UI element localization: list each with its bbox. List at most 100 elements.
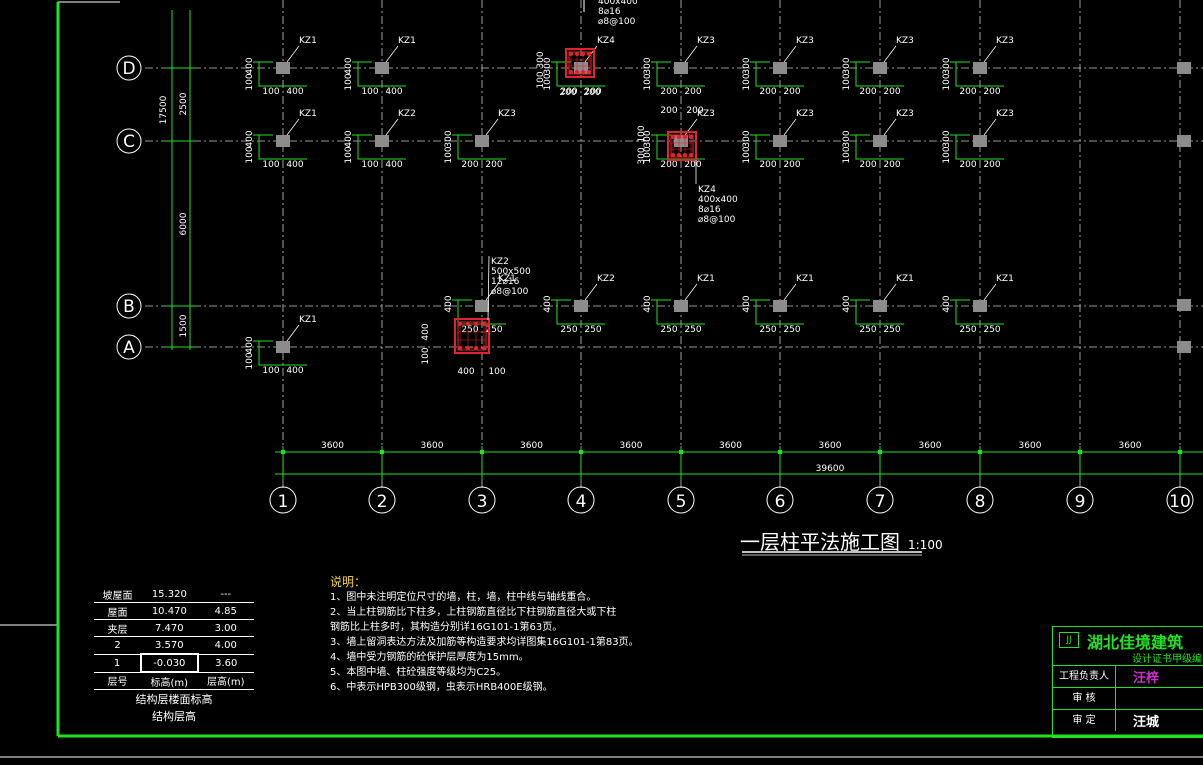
column-label: KZ1 xyxy=(796,274,814,284)
column-label: KZ1 xyxy=(697,274,715,284)
column-marker xyxy=(375,135,389,147)
column-marker xyxy=(1177,341,1191,353)
dimension-mark xyxy=(480,450,484,454)
column-axis-label: 5 xyxy=(676,492,687,512)
column-bubble xyxy=(766,486,794,514)
column-offset-label: 400 xyxy=(842,295,852,312)
notes-block: 说明： 1、图中未注明定位尺寸的墙，柱，墙，柱中线与轴线重合。 2、当上柱钢筋比… xyxy=(330,575,750,695)
column-dimension-line xyxy=(855,300,904,325)
column-bubble xyxy=(1066,486,1094,514)
label-leader xyxy=(783,283,797,301)
top-detail-text: 8⌀16 xyxy=(598,7,621,17)
role-label: 工程负责人 xyxy=(1053,666,1116,687)
detail-leader xyxy=(487,255,490,321)
signature: 汪梓 xyxy=(1133,671,1160,686)
column-offset-label: 200 xyxy=(560,87,577,97)
sheet-border xyxy=(0,1,120,626)
kz4-detail-text: 8⌀16 xyxy=(698,205,721,215)
section-dimension: 100 xyxy=(637,125,647,142)
column-label: KZ4 xyxy=(597,36,615,46)
column-offset-label: 400 xyxy=(344,130,354,147)
column-offset-label: 250 xyxy=(983,325,1000,335)
column-bubble xyxy=(966,486,994,514)
column-label: KZ3 xyxy=(498,109,516,119)
column-label: KZ3 xyxy=(697,36,715,46)
label-leader xyxy=(883,283,897,301)
column-offset-label: 100 xyxy=(444,146,454,163)
column-label: KZ1 xyxy=(996,274,1014,284)
column-offset-label: 100 xyxy=(361,160,378,170)
column-dimension-line xyxy=(955,300,1004,325)
column-offset-label: 400 xyxy=(286,366,303,376)
column-offset-label: 400 xyxy=(543,295,553,312)
column-offset-label: 100 xyxy=(361,87,378,97)
column-marker xyxy=(375,62,389,74)
column-offset-label: 200 xyxy=(883,160,900,170)
column-offset-label: 200 xyxy=(983,87,1000,97)
label-leader xyxy=(286,45,300,63)
section-kz4 xyxy=(667,131,697,161)
vertical-dimension: 6000 xyxy=(179,212,189,235)
row-bubble xyxy=(116,293,142,319)
column-marker xyxy=(773,135,787,147)
column-label: KZ3 xyxy=(896,109,914,119)
column-offset-label: 100 xyxy=(245,352,255,369)
section-kz4-top xyxy=(565,48,595,78)
note-7: 6、中表示HPB300级钢，虫表示HRB400E级钢。 xyxy=(330,682,553,693)
section-dimension: 200 xyxy=(660,106,677,116)
level-caption-1: 结构层楼面标高 xyxy=(135,693,213,706)
column-offset-label: 250 xyxy=(859,325,876,335)
column-offset-label: 300 xyxy=(842,130,852,147)
dimension-mark xyxy=(281,450,285,454)
label-leader xyxy=(385,118,399,136)
column-marker xyxy=(276,341,290,353)
column-offset-label: 300 xyxy=(444,130,454,147)
column-dimension-line xyxy=(755,300,804,325)
column-offset-label: 200 xyxy=(759,160,776,170)
column-dimension-line xyxy=(457,135,506,160)
column-offset-label: 100 xyxy=(262,366,279,376)
level-cell: 2 xyxy=(94,636,142,655)
column-offset-label: 100 xyxy=(245,146,255,163)
section-kz2 xyxy=(454,318,490,354)
column-marker xyxy=(773,300,787,312)
column-offset-label: 250 xyxy=(684,325,701,335)
column-dimension-line xyxy=(755,62,804,87)
column-marker xyxy=(873,135,887,147)
column-marker xyxy=(574,300,588,312)
column-axis-label: 6 xyxy=(775,492,786,512)
column-offset-label: 200 xyxy=(859,87,876,97)
column-offset-label: 300 xyxy=(742,130,752,147)
vertical-dimension: 1500 xyxy=(179,314,189,337)
column-offset-label: 300 xyxy=(942,130,952,147)
company-logo-icon: JJ xyxy=(1059,632,1079,648)
column-offset-label: 250 xyxy=(783,325,800,335)
column-offset-label: 400 xyxy=(286,160,303,170)
column-marker xyxy=(674,300,688,312)
column-axis-label: 2 xyxy=(377,492,388,512)
span-dimension: 3600 xyxy=(520,441,543,451)
vertical-dimension: 2500 xyxy=(179,92,189,115)
column-marker xyxy=(873,62,887,74)
column-offset-label: 300 xyxy=(643,57,653,74)
column-offset-label: 200 xyxy=(783,160,800,170)
span-dimension: 3600 xyxy=(919,441,942,451)
column-offset-label: 400 xyxy=(245,57,255,74)
level-cell: 3.60 xyxy=(197,654,254,673)
role-row: 审 核 xyxy=(1053,687,1203,709)
note-3: 钢筋比上柱多时，其构造分别详16G101-1第63页。 xyxy=(330,622,563,633)
column-offset-label: 250 xyxy=(759,325,776,335)
column-offset-label: 100 xyxy=(344,73,354,90)
row-axis-label: B xyxy=(123,297,135,317)
column-offset-label: 100 xyxy=(643,73,653,90)
column-offset-label: 200 xyxy=(584,87,601,97)
column-label: KZ3 xyxy=(896,36,914,46)
section-kz2-stirrup xyxy=(457,321,487,351)
level-cell: 1 xyxy=(94,654,142,673)
